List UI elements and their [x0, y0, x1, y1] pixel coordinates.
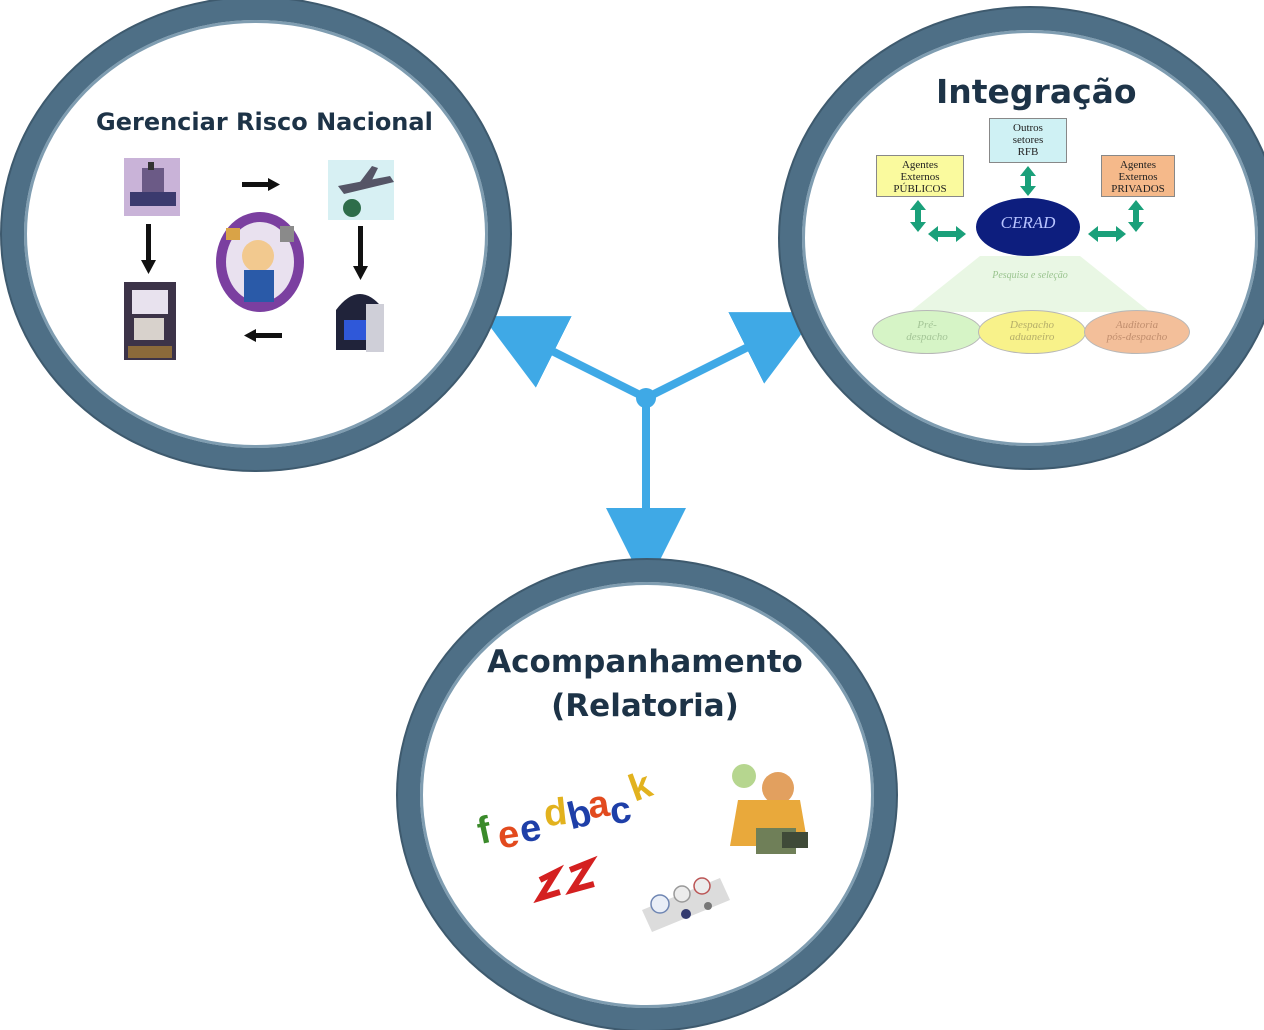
stage-line: Auditoria	[1115, 319, 1159, 331]
connector-to-integration	[644, 312, 818, 402]
box-line: setores	[1012, 134, 1044, 146]
risk-circle	[2, 0, 510, 470]
cerad-node: CERAD	[976, 198, 1080, 256]
box-line: Externos	[900, 171, 940, 183]
box-line: RFB	[1017, 146, 1039, 158]
connector-to-risk	[482, 316, 648, 402]
integration-title: Integração	[936, 72, 1137, 111]
feedback-letter: c	[606, 788, 635, 834]
stage-line: aduaneiro	[1009, 331, 1055, 343]
box-line: Agentes	[901, 159, 939, 171]
selection-label: Pesquisa e seleção	[992, 270, 1068, 281]
box-line: Agentes	[1119, 159, 1157, 171]
stage-line: Pré-	[917, 319, 937, 331]
stage-line: Despacho	[1010, 319, 1054, 331]
risk-title: Gerenciar Risco Nacional	[96, 108, 433, 136]
monitoring-title-line1: Acompanhamento	[487, 644, 803, 680]
box-outros-setores: Outros setores RFB	[989, 118, 1067, 163]
box-agentes-privados: Agentes Externos PRIVADOS	[1101, 155, 1175, 197]
connector-hub	[636, 388, 656, 408]
stage-auditoria: Auditoria pós-despacho	[1084, 310, 1190, 354]
box-line: Externos	[1118, 171, 1158, 183]
box-agentes-publicos: Agentes Externos PÚBLICOS	[876, 155, 964, 197]
stage-line: despacho	[906, 331, 948, 343]
box-line: Outros	[1013, 122, 1043, 134]
box-line: PÚBLICOS	[893, 183, 947, 195]
stage-pre-despacho: Pré- despacho	[872, 310, 982, 354]
stage-line: pós-despacho	[1106, 331, 1168, 343]
monitoring-title: Acompanhamento (Relatoria)	[430, 640, 860, 728]
box-line: PRIVADOS	[1111, 183, 1165, 195]
feedback-letter: f	[473, 809, 495, 853]
stage-despacho-aduaneiro: Despacho aduaneiro	[978, 310, 1086, 354]
monitoring-title-line2: (Relatoria)	[551, 688, 739, 724]
